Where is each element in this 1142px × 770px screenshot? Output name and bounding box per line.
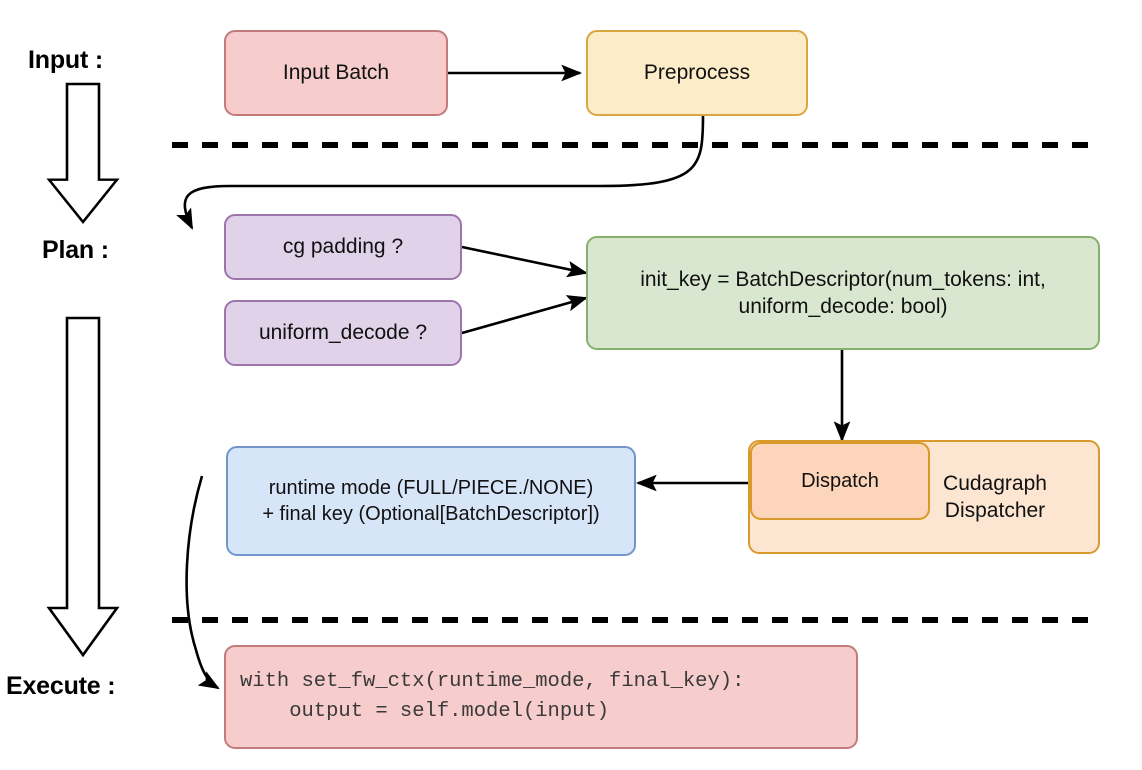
node-runtime-mode[interactable]: runtime mode (FULL/PIECE./NONE) + final … xyxy=(226,446,636,556)
node-execute-code-line-1: with set_fw_ctx(runtime_mode, final_key)… xyxy=(240,670,745,694)
node-runtime-mode-line-1: runtime mode (FULL/PIECE./NONE) xyxy=(268,477,594,499)
node-init-key[interactable]: init_key = BatchDescriptor(num_tokens: i… xyxy=(586,236,1100,350)
stage-label-input: Input : xyxy=(28,46,103,74)
node-cg-padding-label: cg padding ? xyxy=(282,235,404,259)
node-preprocess-label: Preprocess xyxy=(643,61,751,85)
edge-cg-padding-to-init-key xyxy=(461,245,589,278)
node-input-batch-label: Input Batch xyxy=(282,61,390,85)
node-uniform-decode[interactable]: uniform_decode ? xyxy=(224,300,462,366)
node-execute-code-line-2: output = self.model(input) xyxy=(240,700,610,723)
node-uniform-decode-label: uniform_decode ? xyxy=(258,321,428,345)
node-dispatch-label: Dispatch xyxy=(801,470,879,492)
node-cudagraph-dispatcher-line-2: Dispatcher xyxy=(944,499,1046,522)
stage-label-plan: Plan : xyxy=(42,236,109,264)
node-init-key-line-2: uniform_decode: bool) xyxy=(738,295,948,318)
node-runtime-mode-line-2: + final key (Optional[BatchDescriptor]) xyxy=(262,503,600,525)
edge-preprocess-to-plan xyxy=(176,114,705,230)
node-input-batch[interactable]: Input Batch xyxy=(224,30,448,116)
stage-flow-arrow-input-to-plan xyxy=(46,82,120,225)
node-cg-padding[interactable]: cg padding ? xyxy=(224,214,462,280)
stage-label-execute: Execute : xyxy=(6,672,116,700)
node-cudagraph-dispatcher-line-1: Cudagraph xyxy=(943,471,1047,495)
node-dispatch[interactable]: Dispatch xyxy=(750,442,930,520)
node-init-key-line-1: init_key = BatchDescriptor(num_tokens: i… xyxy=(640,267,1046,291)
node-execute-code[interactable]: with set_fw_ctx(runtime_mode, final_key)… xyxy=(224,645,858,749)
node-preprocess[interactable]: Preprocess xyxy=(586,30,808,116)
edge-uniform-decode-to-init-key xyxy=(461,295,589,335)
edge-runtime-mode-to-execute xyxy=(185,475,220,690)
stage-flow-arrow-plan-to-execute xyxy=(46,316,120,658)
